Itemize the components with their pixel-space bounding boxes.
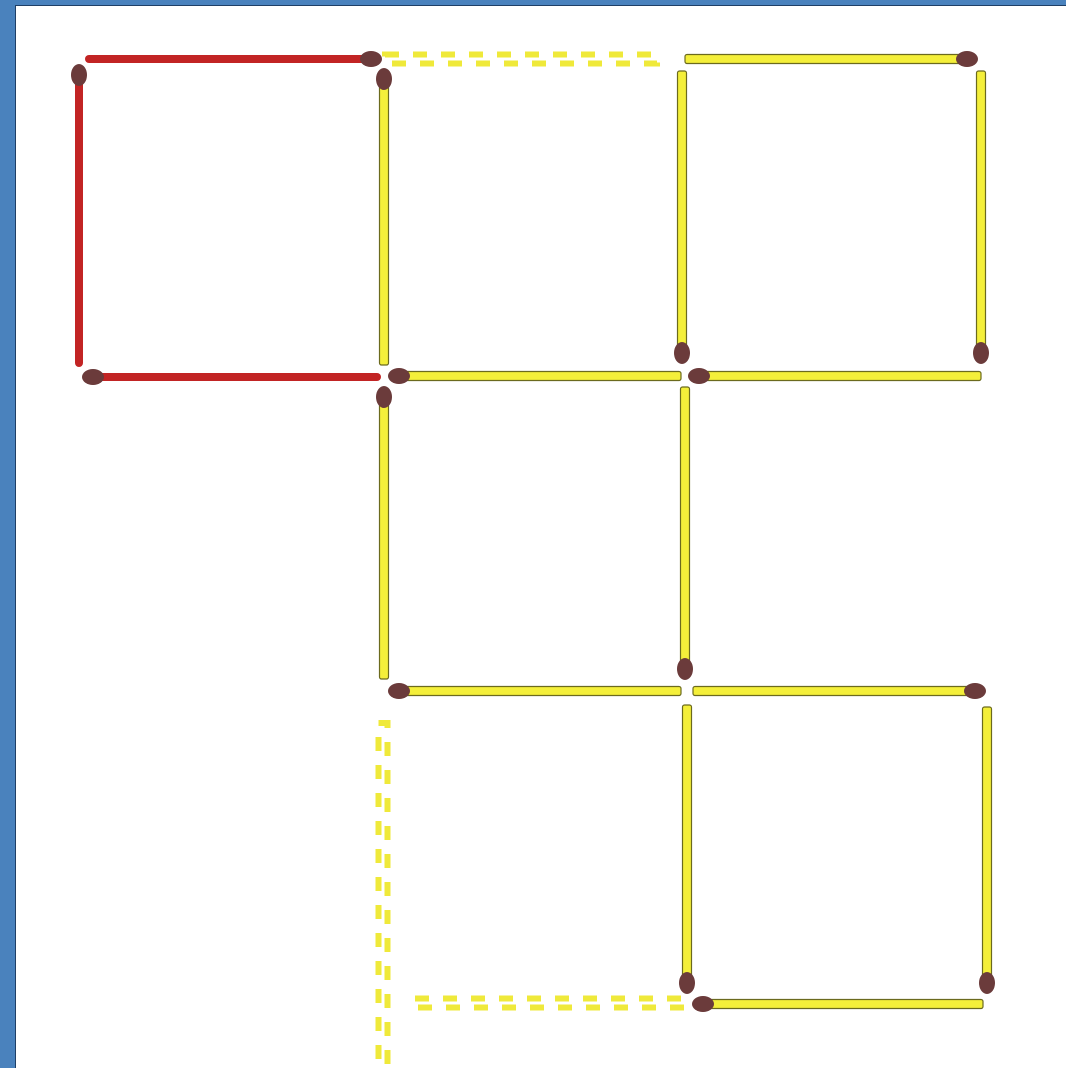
match-row2-h2 bbox=[688, 368, 981, 384]
match-vertical-6-ghost bbox=[379, 723, 388, 1064]
match-row3-h2-stick bbox=[693, 687, 975, 696]
match-vertical-5 bbox=[677, 387, 693, 680]
match-row2-h2-stick bbox=[699, 372, 981, 381]
match-bottom-right-stick bbox=[703, 1000, 983, 1009]
matchstick-board bbox=[16, 6, 1066, 1069]
match-vertical-1-stick bbox=[380, 79, 389, 365]
match-red-bottom bbox=[82, 369, 377, 385]
match-red-top bbox=[89, 51, 382, 67]
match-red-left bbox=[71, 64, 87, 363]
match-vertical-3-head bbox=[973, 342, 989, 364]
match-row2-h2-head bbox=[688, 368, 710, 384]
match-vertical-4-head bbox=[376, 386, 392, 408]
match-top-middle-ghost-stick bbox=[385, 55, 657, 64]
match-vertical-7-head bbox=[679, 972, 695, 994]
match-row3-h1-stick bbox=[399, 687, 681, 696]
match-vertical-6-ghost-stick bbox=[379, 723, 388, 1064]
match-vertical-3 bbox=[973, 71, 989, 364]
match-red-top-head bbox=[360, 51, 382, 67]
match-red-left-head bbox=[71, 64, 87, 86]
match-row3-h1-head bbox=[388, 683, 410, 699]
match-row3-h2 bbox=[693, 683, 986, 699]
match-row3-h2-head bbox=[964, 683, 986, 699]
match-vertical-3-stick bbox=[977, 71, 986, 353]
match-row2-h1 bbox=[388, 368, 681, 384]
match-vertical-8-head bbox=[979, 972, 995, 994]
match-row2-h1-stick bbox=[399, 372, 681, 381]
match-bottom-right-head bbox=[692, 996, 714, 1012]
match-red-bottom-head bbox=[82, 369, 104, 385]
match-vertical-7 bbox=[679, 705, 695, 994]
match-vertical-5-head bbox=[677, 658, 693, 680]
match-vertical-2 bbox=[674, 71, 690, 364]
match-vertical-4 bbox=[376, 386, 392, 679]
match-top-right-head bbox=[956, 51, 978, 67]
match-vertical-8-stick bbox=[983, 707, 992, 983]
match-vertical-4-stick bbox=[380, 397, 389, 679]
match-bottom-ghost bbox=[415, 999, 685, 1008]
match-vertical-7-stick bbox=[683, 705, 692, 983]
match-vertical-2-stick bbox=[678, 71, 687, 353]
match-vertical-5-stick bbox=[681, 387, 690, 669]
match-vertical-8 bbox=[979, 707, 995, 994]
match-top-right-stick bbox=[685, 55, 967, 64]
match-vertical-1-head bbox=[376, 68, 392, 90]
match-vertical-2-head bbox=[674, 342, 690, 364]
match-vertical-1 bbox=[376, 68, 392, 365]
match-top-middle-ghost bbox=[385, 55, 657, 64]
match-top-right bbox=[685, 51, 978, 67]
match-bottom-right bbox=[692, 996, 983, 1012]
match-row2-h1-head bbox=[388, 368, 410, 384]
match-row3-h1 bbox=[388, 683, 681, 699]
match-bottom-ghost-stick bbox=[415, 999, 685, 1008]
puzzle-canvas bbox=[15, 5, 1066, 1068]
